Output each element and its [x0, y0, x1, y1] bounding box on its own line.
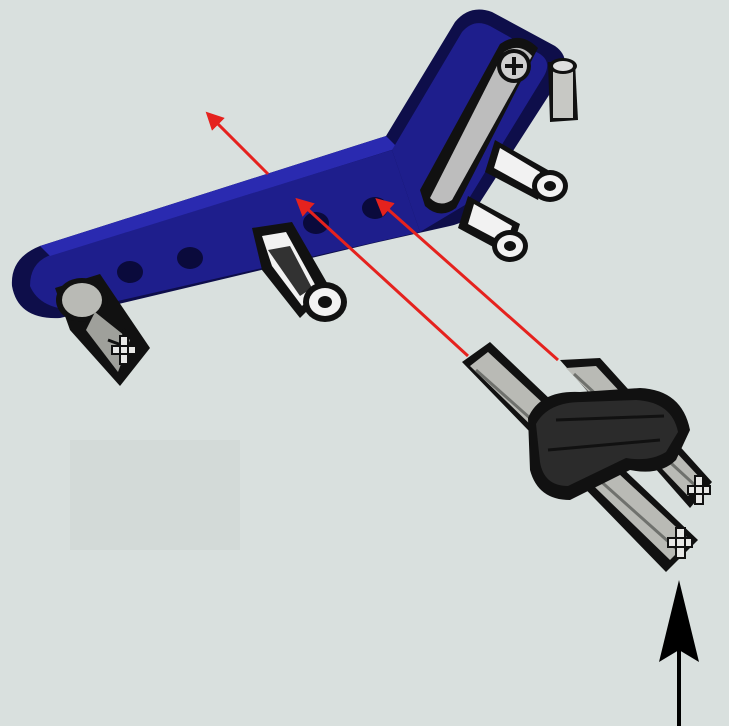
background-smudge — [70, 440, 240, 550]
double-cross-block — [462, 342, 712, 572]
direction-arrow — [212, 118, 268, 174]
insert-arrow — [659, 580, 699, 726]
friction-pin-upper — [485, 140, 568, 202]
axle-pin-top — [548, 58, 578, 122]
friction-pin-lower — [458, 196, 528, 262]
